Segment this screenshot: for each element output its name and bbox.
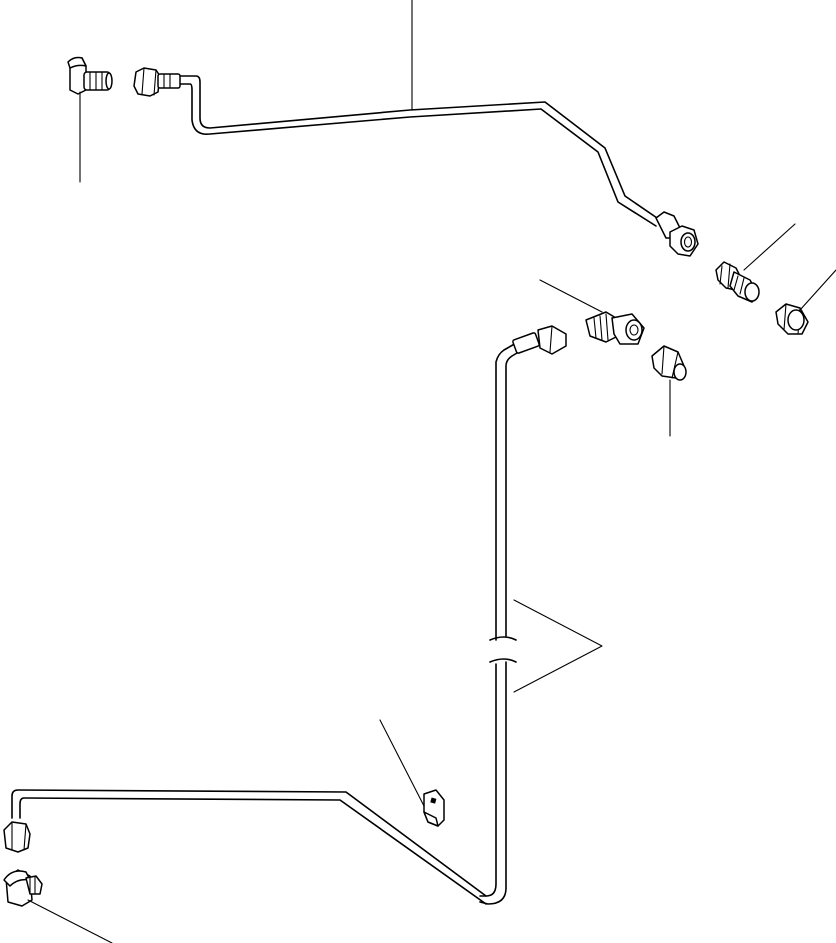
- cap-nut: [775, 303, 809, 335]
- elbow-fitting: [3, 869, 43, 907]
- clip: [423, 789, 445, 827]
- tube-upper: [177, 75, 661, 227]
- tube-nut: [3, 821, 31, 853]
- tube-nut: [655, 211, 699, 257]
- connector-fitting: [715, 261, 760, 303]
- tube-nut: [512, 325, 567, 355]
- elbow-fitting: [67, 56, 113, 95]
- tube-lower: [11, 341, 523, 905]
- cap-nut: [651, 345, 687, 381]
- elbow-fitting: [585, 311, 645, 345]
- leader-lines: [27, 0, 836, 943]
- tube-nut: [133, 67, 181, 97]
